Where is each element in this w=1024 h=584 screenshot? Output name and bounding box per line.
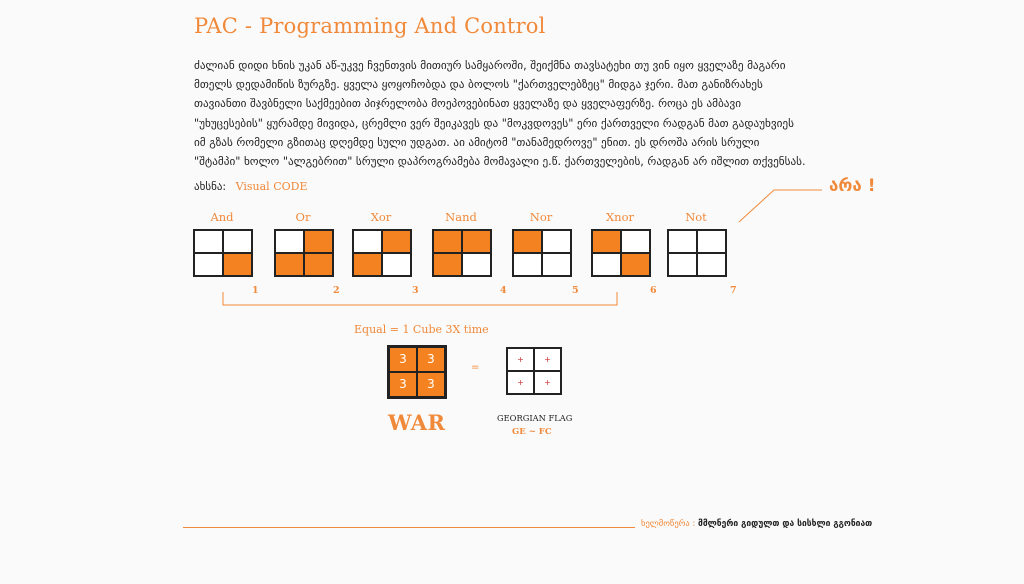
gate-number: 6 (650, 285, 657, 296)
flag-code: GE ~ FC (512, 427, 552, 437)
gate-label: Xor (370, 210, 392, 224)
paragraph-line: თავიანთი შავბნელი საქმეებით პიჯრელობა მო… (194, 97, 742, 111)
gate-cell-off (462, 253, 491, 276)
gate-cell-on (621, 253, 650, 276)
legend-value: Visual CODE (235, 180, 308, 193)
gate-number: 4 (500, 285, 507, 296)
paragraph-line: ძალიან დიდი ხნის უკან აწ-უკვე ჩვენთვის მ… (194, 59, 786, 72)
page-title: PAC - Programming And Control (194, 14, 546, 38)
no-annotation: არა ! (829, 176, 876, 196)
gate-grid (193, 229, 253, 277)
gate-cell-off (697, 253, 726, 276)
gate-nor: Nor (512, 210, 572, 277)
gate-cell-off (542, 253, 571, 276)
gate-number: 5 (572, 285, 579, 296)
gate-label: Or (295, 210, 311, 224)
gate-cell-on (382, 230, 411, 253)
georgian-flag-grid: + + + + (506, 347, 562, 395)
gate-cell-on (433, 253, 462, 276)
gate-label: Nor (529, 210, 553, 224)
gate-cell-off (592, 253, 621, 276)
flag-cross: + (534, 348, 561, 371)
gate-cell-on (275, 253, 304, 276)
footer-signature: ხელმოწერა : მმლნერი გიდულთ და სისხლი გგო… (641, 519, 872, 529)
gate-label: Nand (445, 210, 477, 224)
legend: ახსნა: Visual CODE (194, 180, 307, 193)
gate-cell-on (462, 230, 491, 253)
gate-cell-off (194, 253, 223, 276)
gate-nand: Nand (432, 210, 492, 277)
gate-number: 2 (333, 285, 340, 296)
flag-cross: + (507, 371, 534, 394)
signature-label: ხელმოწერა : (641, 519, 696, 529)
gate-xnor: Xnor (591, 210, 651, 277)
flag-cross: + (507, 348, 534, 371)
gate-number: 1 (252, 285, 259, 296)
gate-grid (432, 229, 492, 277)
flag-cross: + (534, 371, 561, 394)
gate-not: Not (667, 210, 727, 277)
legend-label: ახსნა: (194, 180, 227, 193)
gate-cell-on (223, 253, 252, 276)
gate-label: Not (685, 210, 707, 224)
paragraph-line: "უხუცესების" ყურამდე მივიდა, ცრემლი ვერ … (194, 116, 794, 130)
gate-cell-off (194, 230, 223, 253)
gate-cell-off (223, 230, 252, 253)
gate-number: 3 (412, 285, 419, 296)
not-pointer-line (738, 189, 822, 223)
gate-cell-off (275, 230, 304, 253)
equals-sign: = (471, 362, 480, 373)
gate-cell-off (697, 230, 726, 253)
gate-cell-on (592, 230, 621, 253)
gate-grid (512, 229, 572, 277)
gate-cell-on (513, 230, 542, 253)
paragraph-line: "შტამპი" ხოლო "ალგებრით" სრული დაპროგრამ… (194, 155, 806, 169)
gate-cell-off (668, 230, 697, 253)
gate-xor: Xor (352, 210, 412, 277)
cube-cell: 3 (418, 373, 444, 396)
paragraph-line: მთელს დედამიწის ზურგზე. ყველა ყოყოჩობდა … (194, 78, 763, 92)
gate-cell-off (513, 253, 542, 276)
cube-cell: 3 (390, 348, 416, 371)
gate-grid (591, 229, 651, 277)
gate-cell-off (621, 230, 650, 253)
footer-divider (183, 527, 635, 528)
gate-cell-on (304, 230, 333, 253)
gate-and: And (193, 210, 253, 277)
intro-paragraph: ძალიან დიდი ხნის უკან აწ-უკვე ჩვენთვის მ… (194, 56, 864, 171)
gate-cell-off (542, 230, 571, 253)
gate-cell-on (433, 230, 462, 253)
gate-grid (352, 229, 412, 277)
cube-grid: 3 3 3 3 (387, 345, 447, 399)
gate-cell-off (668, 253, 697, 276)
gate-label: Xnor (605, 210, 634, 224)
paragraph-line: იმ გზას რომელი გზითაც დღემდე სული უდგათ.… (194, 135, 760, 149)
gate-grid (274, 229, 334, 277)
war-label: WAR (388, 410, 446, 435)
flag-label: GEORGIAN FLAG (497, 413, 573, 423)
gate-cell-on (304, 253, 333, 276)
gate-cell-on (353, 253, 382, 276)
cube-cell: 3 (418, 348, 444, 371)
gate-grid (667, 229, 727, 277)
gate-label: And (210, 210, 234, 224)
gate-or: Or (274, 210, 334, 277)
gate-cell-off (382, 253, 411, 276)
equal-label: Equal = 1 Cube 3X time (354, 323, 489, 336)
signature-name: მმლნერი გიდულთ და სისხლი გგონიათ (698, 519, 873, 529)
group-bracket (222, 292, 618, 306)
gate-cell-off (353, 230, 382, 253)
cube-cell: 3 (390, 373, 416, 396)
gate-number: 7 (730, 285, 737, 296)
